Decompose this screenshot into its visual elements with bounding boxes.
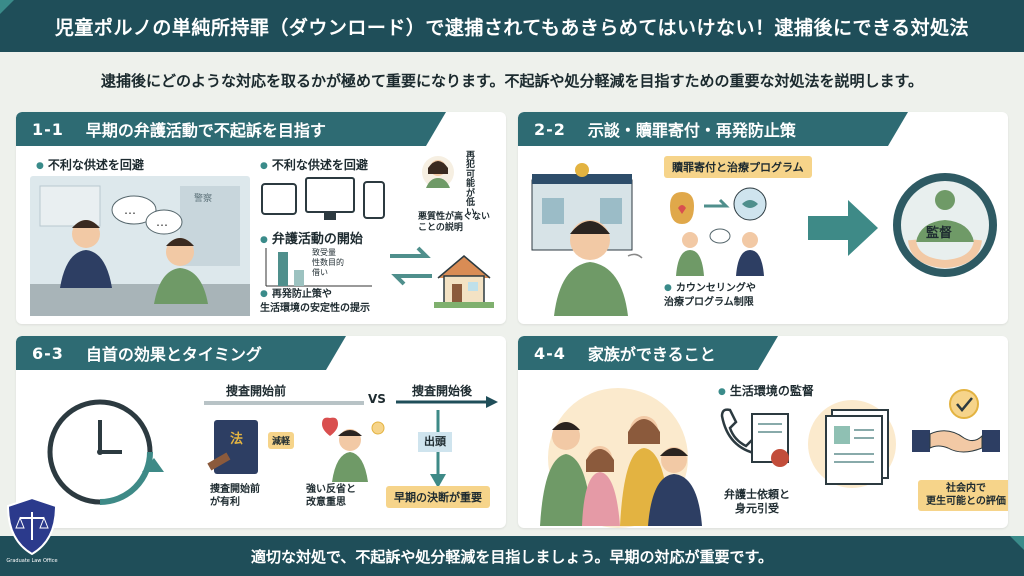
woman-avatar [422, 156, 454, 188]
svg-text:…: … [156, 215, 168, 229]
house-icon [434, 255, 494, 308]
handshake-icon [912, 389, 1000, 453]
footer-banner: 適切な対処で、不起訴や処分軽減を目指しましょう。早期の対応が重要です。 [0, 536, 1024, 576]
panel-header: 2-2 示談・贖罪寄付・再発防止策 [518, 112, 908, 146]
supervision-label: 監督 [926, 226, 953, 241]
law-office-logo: Graduate Law Office [4, 496, 60, 572]
vs-label: VS [368, 392, 386, 406]
donation-tag: 贖罪寄付と治療プログラム [664, 156, 812, 178]
logo-text: Graduate Law Office [6, 558, 58, 564]
supervision-icon [893, 173, 997, 277]
bar-graphic-text: 致受量 性数目的 借い [312, 248, 344, 277]
panel-surrender: 6-3 自首の効果とタイミング 捜査開始前 VS 捜査開始後 法 減軽 捜査開始… [16, 336, 506, 528]
reduction-tag: 減軽 [268, 432, 295, 449]
documents-icon [808, 400, 896, 488]
panel-title: 早期の弁護活動で不起訴を目指す [85, 121, 326, 140]
devices-icon [261, 177, 385, 220]
advantage-label: 捜査開始前 が有利 [210, 484, 260, 508]
before-investigation-label: 捜査開始前 [226, 384, 287, 398]
family-illustration [540, 388, 702, 528]
bar-graphic [265, 248, 372, 287]
forward-arrow [808, 200, 878, 256]
panel-header: 4-4 家族ができること [518, 336, 778, 370]
donation-icons [670, 187, 767, 224]
remorse-label: 強い反省と 改意重思 [306, 484, 356, 508]
page-subtitle: 逮捕後にどのような対応を取るかが極めて重要になります。不起訴や処分軽減を目指すた… [100, 71, 923, 90]
avoid-statement-label: 不利な供述を回避 [36, 156, 144, 173]
before-line [204, 401, 364, 405]
panel-header: 6-3 自首の効果とタイミング [16, 336, 346, 370]
panel-settlement: 2-2 示談・贖罪寄付・再発防止策 贖罪寄付と治療プログラム カウンセリングや … [518, 112, 1008, 324]
police-station-scene [531, 163, 643, 316]
malice-explanation: 悪質性が高くない ことの説明 [418, 212, 491, 234]
police-sign: 警察 [194, 194, 213, 204]
appearance-box: 出頭 [418, 432, 452, 452]
recidivism-vertical: 再犯可能が低い [466, 151, 476, 218]
monitor-label: 生活環境の監督 [718, 382, 814, 399]
phone-contract-icon [720, 408, 789, 467]
avoid-statement-label-2: 不利な供述を回避 [260, 156, 368, 173]
svg-text:…: … [124, 203, 136, 217]
interrogation-illustration: … … [30, 176, 250, 316]
lawyer-label: 弁護士依頼と 身元引受 [724, 488, 790, 516]
early-decision-tag: 早期の決断が重要 [386, 486, 490, 508]
prevention-label: 再発防止策や 生活環境の安定性の提示 [260, 288, 370, 315]
panel-title: 自首の効果とタイミング [85, 345, 262, 364]
page-title: 児童ポルノの単純所持罪（ダウンロード）で逮捕されてもあきらめてはいけない！逮捕後… [0, 0, 1024, 52]
panel-number: 1-1 [32, 119, 64, 139]
panel-number: 6-3 [32, 343, 64, 363]
panel-family: 4-4 家族ができること 生活環境の監督 弁護士依頼と 身元引受 [518, 336, 1008, 528]
law-book-icon [207, 420, 258, 474]
panel-title: 家族ができること [587, 345, 716, 364]
clock-icon [47, 399, 164, 505]
counseling-label: カウンセリングや 治療プログラム制限 [664, 282, 756, 309]
after-investigation-label: 捜査開始後 [412, 384, 473, 398]
defense-start-label: 弁護活動の開始 [260, 228, 363, 247]
panel-number: 4-4 [534, 343, 566, 363]
exchange-arrows [390, 246, 432, 286]
shield-logo-icon [6, 496, 58, 556]
counseling-scene [676, 228, 764, 276]
panel-early-defense: 1-1 早期の弁護活動で不起訴を目指す 不利な供述を回避 … … 警察 不利な供… [16, 112, 506, 324]
after-arrow [396, 396, 498, 408]
panel-number: 2-2 [534, 119, 566, 139]
panel-header: 1-1 早期の弁護活動で不起訴を目指す [16, 112, 446, 146]
panel-title: 示談・贖罪寄付・再発防止策 [587, 121, 796, 140]
remorse-person [322, 417, 385, 482]
evaluation-tag: 社会内で 更生可能との評価 [918, 480, 1008, 511]
law-book-text: 法 [230, 432, 244, 447]
